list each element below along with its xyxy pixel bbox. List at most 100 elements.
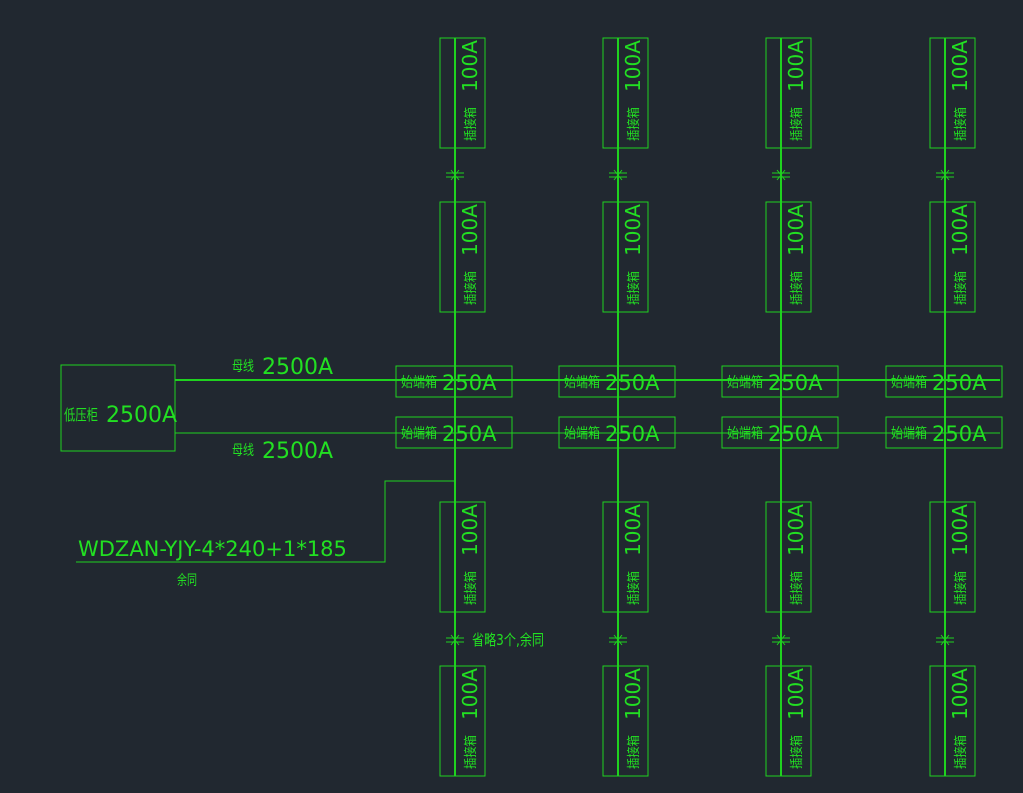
- plugin-box-rating: 100A: [458, 40, 482, 92]
- plugin-box: 100A 插接箱: [929, 665, 976, 777]
- plugin-box-frame: [439, 37, 486, 149]
- plugin-box-frame: [765, 37, 812, 149]
- plugin-box-rating: 100A: [458, 204, 482, 256]
- plugin-box-frame: [929, 201, 976, 313]
- lv-cabinet-frame: [60, 364, 176, 452]
- connector-icon: [772, 634, 790, 646]
- terminal-box-rating: 250A: [768, 371, 823, 395]
- connector-icon: [772, 169, 790, 181]
- plugin-box-rating: 100A: [621, 40, 645, 92]
- busbar-bottom: 母线 2500A: [175, 432, 1000, 464]
- plugin-box-label: 插接箱: [463, 735, 479, 769]
- plugin-box: 100A 插接箱: [765, 665, 812, 777]
- lv-cabinet-label: 低压柜: [64, 406, 98, 424]
- connector-chevron: [780, 169, 786, 181]
- cable-annotation: WDZAN-YJY-4*240+1*185 余同: [76, 480, 455, 589]
- connector-chevron: [780, 634, 786, 646]
- terminal-box-rating: 250A: [768, 422, 823, 446]
- cable-spec: WDZAN-YJY-4*240+1*185: [78, 537, 347, 561]
- plugin-box: 100A 插接箱: [439, 201, 486, 313]
- connector-chevron: [454, 634, 460, 646]
- connector-chevron: [944, 169, 950, 181]
- terminal-box: 始端箱 250A: [395, 416, 513, 449]
- plugin-box-frame: [602, 37, 649, 149]
- connector-chevron: [617, 634, 623, 646]
- plugin-box-frame: [602, 501, 649, 613]
- plugin-box-rating: 100A: [621, 504, 645, 556]
- terminal-box-label: 始端箱: [891, 426, 927, 442]
- connector-icon: [609, 169, 627, 181]
- terminal-box-frame: [395, 416, 513, 449]
- busbar-top-rating: 2500A: [262, 355, 333, 380]
- plugin-box-rating: 100A: [621, 204, 645, 256]
- plugin-box-rating: 100A: [784, 668, 808, 720]
- plugin-box-frame: [929, 37, 976, 149]
- terminal-box-frame: [395, 365, 513, 398]
- plugin-box-label: 插接箱: [953, 735, 969, 769]
- terminal-box-rating: 250A: [932, 371, 987, 395]
- plugin-box-label: 插接箱: [953, 271, 969, 305]
- plugin-box-label: 插接箱: [626, 107, 642, 141]
- busbar-bottom-rating: 2500A: [262, 439, 333, 464]
- plugin-box-label: 插接箱: [953, 107, 969, 141]
- plugin-box-frame: [602, 665, 649, 777]
- terminal-box-rating: 250A: [442, 422, 497, 446]
- plugin-box-rating: 100A: [948, 40, 972, 92]
- connector-chevron: [944, 634, 950, 646]
- plugin-box-label: 插接箱: [463, 271, 479, 305]
- terminal-box-frame: [885, 416, 1003, 449]
- terminal-box-label: 始端箱: [891, 375, 927, 391]
- plugin-box-rating: 100A: [784, 204, 808, 256]
- terminal-box-frame: [885, 365, 1003, 398]
- plugin-box-frame: [929, 501, 976, 613]
- plugin-box-rating: 100A: [948, 204, 972, 256]
- terminal-box-frame: [721, 416, 839, 449]
- plugin-box-rating: 100A: [948, 504, 972, 556]
- plugin-box-label: 插接箱: [789, 271, 805, 305]
- terminal-box-label: 始端箱: [564, 426, 600, 442]
- plugin-box: 100A 插接箱: [929, 37, 976, 149]
- plugin-box-frame: [439, 665, 486, 777]
- terminal-box-label: 始端箱: [727, 375, 763, 391]
- terminal-box: 始端箱 250A: [885, 416, 1003, 449]
- lv-cabinet: 低压柜 2500A: [60, 364, 177, 452]
- connector-chevron: [617, 169, 623, 181]
- terminal-box-rating: 250A: [605, 422, 660, 446]
- terminal-box-rating: 250A: [442, 371, 497, 395]
- terminal-box-rating: 250A: [932, 422, 987, 446]
- busbar-top-label: 母线: [232, 359, 254, 375]
- plugin-box-rating: 100A: [948, 668, 972, 720]
- plugin-box-rating: 100A: [458, 504, 482, 556]
- plugin-box-frame: [439, 501, 486, 613]
- plugin-box-frame: [765, 501, 812, 613]
- plugin-box-frame: [765, 201, 812, 313]
- connector-icon: [936, 634, 954, 646]
- plugin-box-frame: [602, 201, 649, 313]
- plugin-box-label: 插接箱: [463, 107, 479, 141]
- terminal-box: 始端箱 250A: [885, 365, 1003, 398]
- terminal-box-label: 始端箱: [401, 426, 437, 442]
- busbar-top: 母线 2500A: [175, 355, 1000, 381]
- terminal-box-frame: [721, 365, 839, 398]
- plugin-box-label: 插接箱: [789, 735, 805, 769]
- plugin-box: 100A 插接箱: [602, 37, 649, 149]
- terminal-box-label: 始端箱: [564, 375, 600, 391]
- plugin-box-frame: [439, 201, 486, 313]
- plugin-box-rating: 100A: [621, 668, 645, 720]
- plugin-box-rating: 100A: [784, 504, 808, 556]
- plugin-box-frame: [929, 665, 976, 777]
- connector-icon: [936, 169, 954, 181]
